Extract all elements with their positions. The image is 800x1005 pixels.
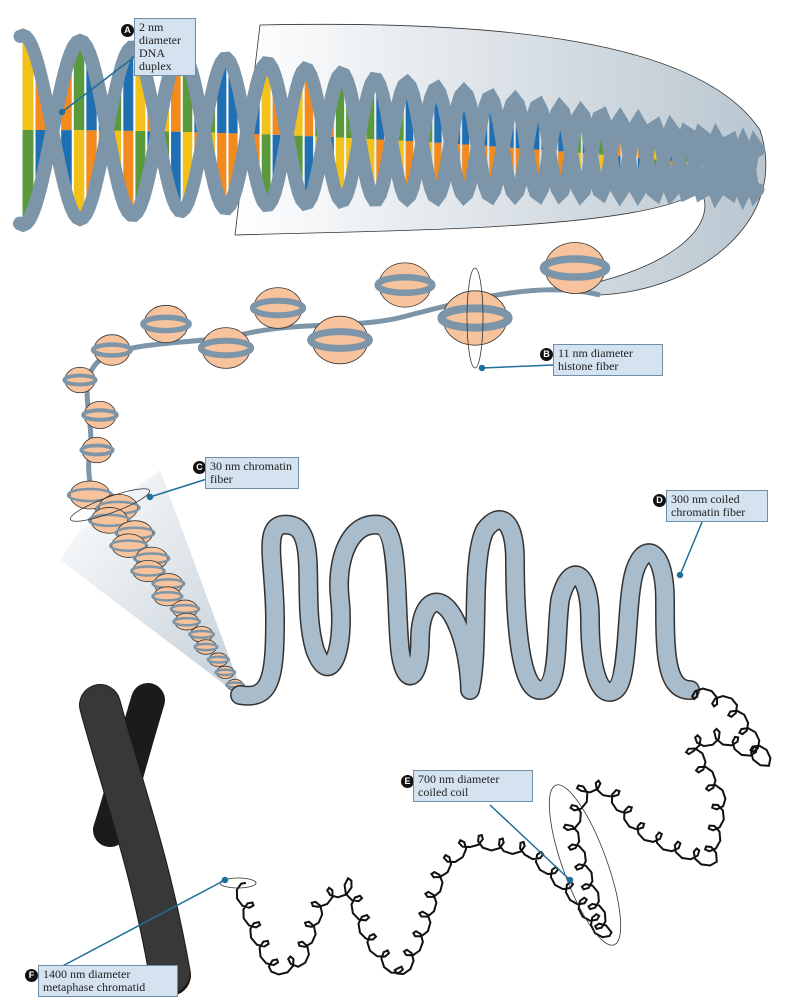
histone-fiber-nucleosomes	[62, 242, 611, 464]
label-300nm-fiber: 300 nm coiled chromatin fiber	[666, 490, 768, 522]
label-histone-fiber: 11 nm diameter histone fiber	[553, 344, 663, 376]
dna-wrap	[249, 297, 307, 319]
fiber-dna-wrap	[214, 668, 237, 677]
dna-wrap	[197, 337, 255, 359]
metaphase-chromatid	[79, 683, 257, 996]
fiber-dna-wrap	[169, 603, 201, 615]
label-metaphase-chromatid: 1400 nm diameter metaphase chromatid	[38, 965, 178, 997]
nucleosome	[201, 327, 251, 369]
nucleosome	[253, 287, 303, 329]
label-e-badge: E	[401, 775, 414, 788]
dna-wrap	[90, 342, 134, 358]
nucleosome	[81, 436, 113, 464]
label-a-badge: A	[121, 24, 134, 37]
dna-wrap	[62, 373, 98, 387]
fiber-dna-wrap	[188, 629, 216, 639]
nucleosome	[378, 262, 432, 308]
dna-wrap	[79, 443, 115, 457]
dna-wrap	[81, 408, 119, 422]
nucleosome	[64, 366, 96, 394]
nucleosome	[544, 242, 606, 294]
300nm-coiled-fiber	[231, 511, 699, 705]
nucleosome	[83, 400, 117, 429]
fiber-dna-wrap	[108, 539, 149, 552]
fiber-nucleosome	[111, 533, 146, 558]
fiber-nucleosome	[208, 652, 229, 667]
fiber-highlight-ellipse	[466, 267, 484, 369]
700nm-coiled-coil	[235, 687, 772, 976]
30nm-chromatin-fiber	[66, 480, 246, 692]
label-b-badge: B	[540, 348, 553, 361]
fiber-dna-wrap	[151, 591, 184, 602]
label-dna-duplex: 2 nm diameter DNA duplex	[134, 18, 196, 76]
leader-lines	[54, 44, 706, 971]
fiber-nucleosome	[216, 665, 235, 679]
nucleosome	[93, 334, 131, 366]
fiber-highlight-ellipse	[70, 488, 150, 522]
fiber-dna-wrap	[87, 513, 131, 528]
label-coiled-coil: 700 nm diameter coiled coil	[413, 770, 533, 802]
fiber-nucleosome	[90, 507, 129, 534]
fiber-dna-wrap	[172, 616, 202, 627]
label-30nm-fiber: 30 nm chromatin fiber	[205, 457, 299, 489]
nucleosome	[311, 315, 369, 365]
nucleosome	[442, 290, 508, 346]
dna-wrap	[539, 255, 611, 281]
dna-wrap	[374, 273, 436, 297]
fiber-dna-wrap	[193, 642, 219, 652]
dna-wrap	[437, 304, 513, 332]
fiber-dna-wrap	[130, 565, 166, 577]
dna-wrap	[140, 314, 192, 334]
nucleosome	[143, 304, 189, 344]
label-c-badge: C	[193, 461, 206, 474]
fiber-dna-wrap	[206, 655, 231, 664]
fiber-nucleosome	[69, 480, 111, 510]
label-d-badge: D	[653, 494, 666, 507]
dna-wrap	[307, 328, 373, 352]
fiber-nucleosome	[195, 639, 217, 655]
coil-highlight-ellipse	[548, 784, 622, 946]
label-f-badge: F	[25, 969, 38, 982]
